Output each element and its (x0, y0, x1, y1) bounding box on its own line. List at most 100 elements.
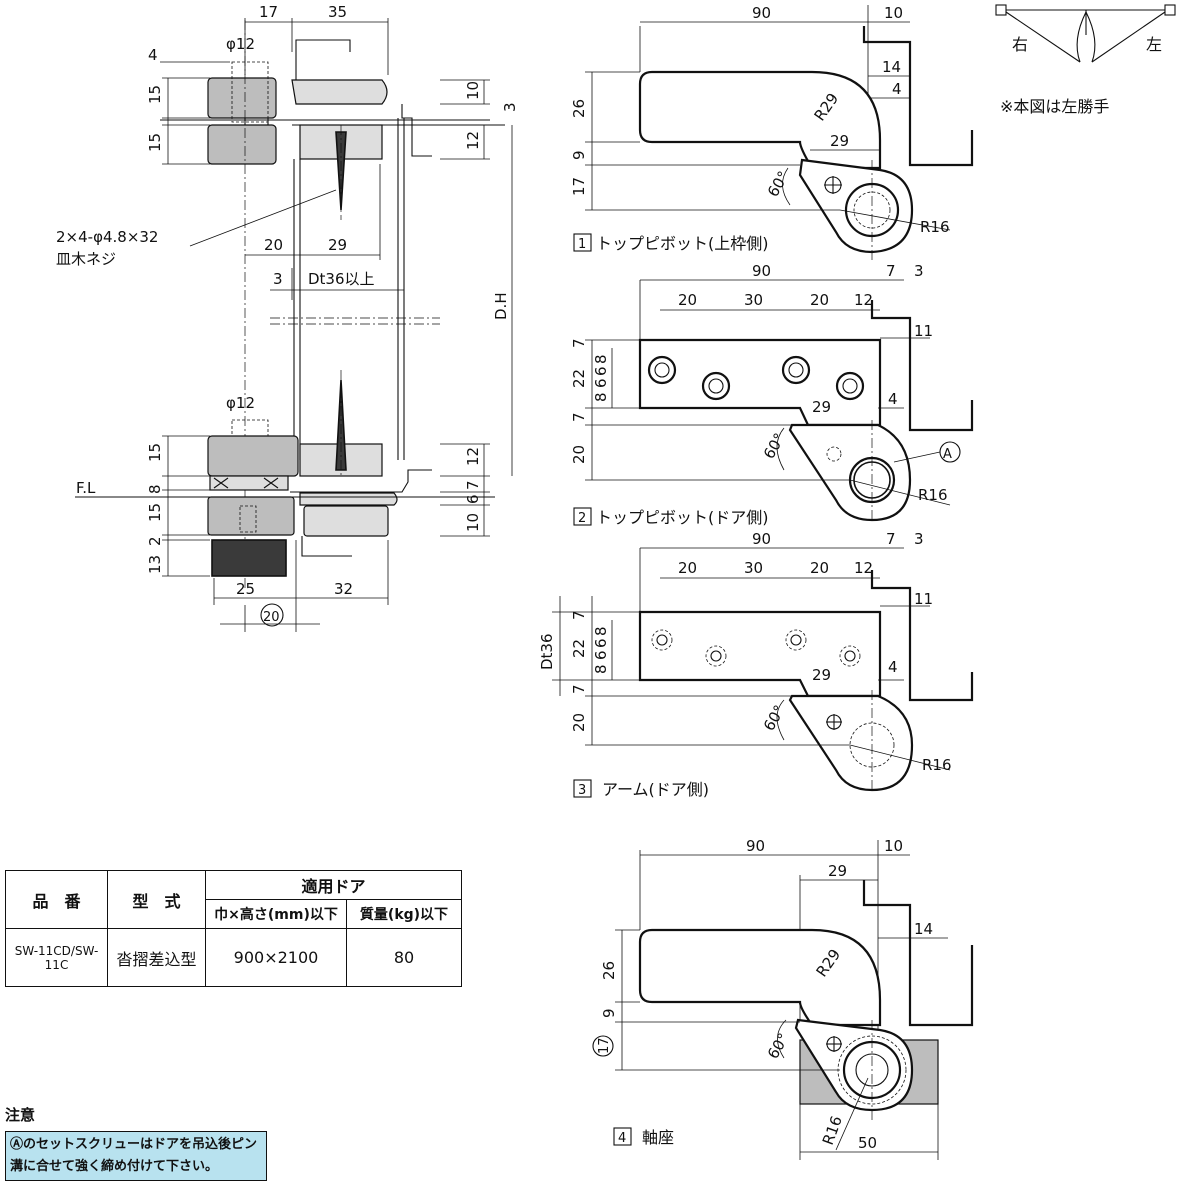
v4-dim-9: 9 (600, 1008, 618, 1018)
note-title: 注意 (5, 1106, 36, 1124)
v2-dim-3: 3 (914, 262, 924, 280)
v3-dim-7: 7 (886, 530, 896, 548)
dim-29: 29 (328, 236, 347, 254)
v4-dim-17: 17 (597, 1037, 612, 1054)
dim-13: 13 (146, 555, 164, 574)
cell-size: 900×2100 (205, 928, 347, 987)
v4-title: 軸座 (642, 1128, 674, 1147)
dim-6: 6 (464, 494, 482, 504)
v3-title-num: 3 (578, 783, 586, 798)
v3-dim-8a: 8 (592, 626, 610, 636)
v2-dim-8a: 8 (592, 354, 610, 364)
v1-dim-14: 14 (882, 58, 901, 76)
v3-dim-30: 30 (744, 559, 763, 577)
v2-title: トップピボット(ドア側) (596, 508, 769, 527)
v3-dim-29: 29 (812, 666, 831, 684)
v2-dim-6a: 6 (592, 366, 610, 376)
v2-dim-30: 30 (744, 291, 763, 309)
note-line-1: Ⓐのセットスクリューはドアを吊込後ピン (10, 1137, 258, 1152)
v2-dim-7b: 7 (570, 412, 588, 422)
dim-8: 8 (146, 484, 164, 494)
dim-17: 17 (259, 3, 278, 21)
dim-dh: D.H (492, 292, 510, 320)
view-2-top-pivot-door: 90 7 3 20 30 20 12 11 29 4 A R16 60° (570, 262, 974, 527)
view-3-arm-door: 90 7 3 20 30 20 12 11 29 4 R16 60° (538, 530, 974, 799)
v1-dim-10: 10 (884, 4, 903, 22)
dim-15a: 15 (146, 85, 164, 104)
v3-dim-dt36: Dt36 (538, 633, 556, 670)
header-size: 巾×高さ(mm)以下 (205, 899, 347, 929)
v1-a60: 60° (764, 168, 793, 200)
v1-dim-26: 26 (570, 99, 588, 118)
v3-dim-7a: 7 (570, 610, 588, 620)
v3-dim-20: 20 (570, 713, 588, 732)
v1-r16: R16 (920, 218, 950, 236)
note-line-2: 溝に合せて強く締め付けて下さい。 (10, 1159, 219, 1174)
v3-dim-4: 4 (888, 658, 898, 676)
v2-dim-29: 29 (812, 398, 831, 416)
dim-phi12-bottom: φ12 (226, 394, 255, 412)
dim-10-top: 10 (464, 81, 482, 100)
v3-dim-20a: 20 (678, 559, 697, 577)
v3-dim-90: 90 (752, 530, 771, 548)
v1-dim-9: 9 (570, 150, 588, 160)
v2-dim-20a: 20 (678, 291, 697, 309)
header-applicable-door: 適用ドア (205, 870, 462, 900)
orientation-diagram: 右 左 ※本図は左勝手 (995, 4, 1176, 116)
v1-dim-29: 29 (830, 132, 849, 150)
dim-4: 4 (148, 46, 158, 64)
dim-20-circled: 20 (263, 610, 280, 625)
dim-15d: 15 (146, 503, 164, 522)
v3-dim-8b: 8 (592, 664, 610, 674)
orientation-note: ※本図は左勝手 (1000, 97, 1109, 116)
dim-20: 20 (264, 236, 283, 254)
v3-dim-7b: 7 (570, 684, 588, 694)
header-weight: 質量(kg)以下 (346, 899, 462, 929)
v2-dim-7: 7 (886, 262, 896, 280)
screw-label-1: 2×4-φ4.8×32 (56, 228, 158, 246)
v3-dim-22: 22 (570, 639, 588, 658)
v2-dim-7a: 7 (570, 338, 588, 348)
v4-dim-10: 10 (884, 837, 903, 855)
floor-label: F.L (76, 479, 96, 497)
dim-3-top: 3 (501, 102, 519, 112)
v2-dim-12: 12 (854, 291, 873, 309)
dim-2: 2 (146, 536, 164, 546)
v3-title: アーム(ドア側) (602, 780, 709, 799)
v4-a60: 60° (764, 1030, 793, 1062)
v3-dim-11: 11 (914, 590, 933, 608)
v2-dim-20b: 20 (810, 291, 829, 309)
v3-dim-6b: 6 (592, 650, 610, 660)
main-elevation: 17 35 φ12 4 15 15 10 3 (56, 3, 519, 632)
dim-7: 7 (464, 480, 482, 490)
v4-dim-14: 14 (914, 920, 933, 938)
v4-dim-90: 90 (746, 837, 765, 855)
v3-r16: R16 (922, 756, 952, 774)
header-part-number: 品 番 (5, 870, 108, 929)
v3-dim-6a: 6 (592, 638, 610, 648)
spec-table: 品 番 型 式 適用ドア 巾×高さ(mm)以下 質量(kg)以下 SW-11CD… (5, 870, 462, 987)
view-1-top-pivot-frame: 90 10 14 4 R29 29 R16 60° 26 9 17 1 ト (570, 4, 974, 260)
v3-a60: 60° (760, 702, 789, 734)
v2-title-num: 2 (578, 511, 586, 526)
v2-dim-11: 11 (914, 322, 933, 340)
dim-12-bottom: 12 (464, 447, 482, 466)
v2-dim-6b: 6 (592, 378, 610, 388)
v4-r16: R16 (819, 1113, 846, 1147)
v2-dim-4: 4 (888, 390, 898, 408)
cell-part-number: SW-11CD/SW-11C (5, 928, 108, 987)
v2-dim-8b: 8 (592, 392, 610, 402)
dim-phi12-top: φ12 (226, 35, 255, 53)
v2-dim-90: 90 (752, 262, 771, 280)
v1-title: トップピボット(上枠側) (596, 234, 769, 253)
dim-3-door: 3 (273, 270, 283, 288)
dim-dt36: Dt36以上 (308, 270, 375, 288)
v2-a60: 60° (760, 430, 789, 462)
cell-type: 沓摺差込型 (107, 928, 206, 987)
dim-12-top: 12 (464, 131, 482, 150)
left-hand-label: 左 (1146, 35, 1162, 54)
dim-35: 35 (328, 3, 347, 21)
v4-dim-26: 26 (600, 961, 618, 980)
v2-dim-20: 20 (570, 445, 588, 464)
v4-dim-29: 29 (828, 862, 847, 880)
